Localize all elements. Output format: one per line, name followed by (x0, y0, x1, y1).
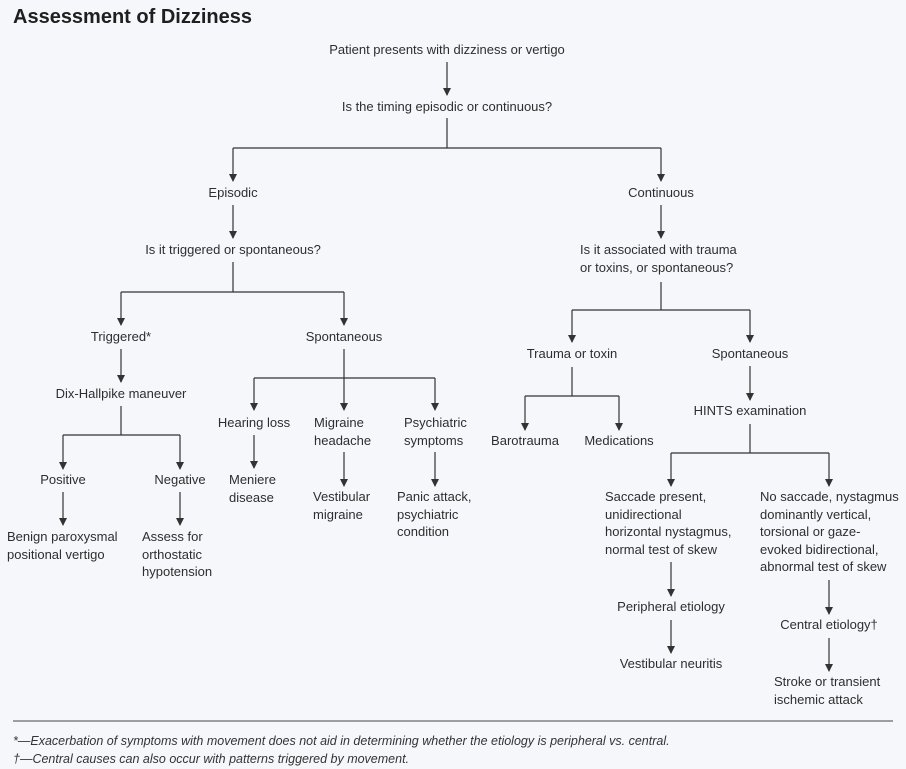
node-medications: Medications (584, 433, 654, 448)
node-bppv: Benign paroxysmal positional vertigo (7, 529, 118, 562)
node-episodic: Episodic (208, 185, 258, 200)
node-triggered: Triggered* (90, 329, 152, 344)
node-central-etiology: Central etiology† (780, 617, 878, 632)
node-dix-hallpike: Dix-Hallpike maneuver (55, 386, 187, 401)
node-vestibular-neuritis: Vestibular neuritis (619, 656, 723, 671)
footnote-asterisk: *—Exacerbation of symptoms with movement… (13, 734, 670, 748)
node-spontaneous-episodic: Spontaneous (305, 329, 383, 344)
node-trauma-or-toxin: Trauma or toxin (526, 346, 618, 361)
node-peripheral-etiology: Peripheral etiology (617, 599, 725, 614)
node-trauma-question: Is it associated with trauma or toxins, … (580, 242, 737, 275)
node-negative: Negative (154, 472, 206, 487)
node-timing-question: Is the timing episodic or continuous? (341, 99, 553, 114)
node-stroke-tia: Stroke or transient ischemic attack (774, 674, 881, 707)
node-positive: Positive (40, 472, 86, 487)
node-migraine-headache: Migraine headache (314, 415, 372, 448)
node-vestibular-migraine: Vestibular migraine (313, 489, 371, 522)
node-hints-exam: HINTS examination (693, 403, 807, 418)
node-orthostatic-hypotension: Assess for orthostatic hypotension (142, 529, 213, 579)
node-panic-attack: Panic attack, psychiatric condition (397, 489, 472, 539)
page-title: Assessment of Dizziness (13, 6, 252, 28)
footnote-dagger: †—Central causes can also occur with pat… (13, 752, 410, 766)
node-barotrauma: Barotrauma (491, 433, 559, 448)
node-no-saccade: No saccade, nystagmus dominantly vertica… (760, 489, 899, 574)
node-spontaneous-continuous: Spontaneous (711, 346, 789, 361)
node-trigger-question: Is it triggered or spontaneous? (145, 242, 321, 257)
node-hearing-loss: Hearing loss (217, 415, 291, 430)
node-psychiatric-symptoms: Psychiatric symptoms (404, 415, 467, 448)
node-meniere-disease: Meniere disease (229, 472, 276, 505)
node-saccade-present: Saccade present, unidirectional horizont… (605, 489, 732, 557)
node-continuous: Continuous (628, 185, 694, 200)
node-start: Patient presents with dizziness or verti… (329, 42, 565, 57)
